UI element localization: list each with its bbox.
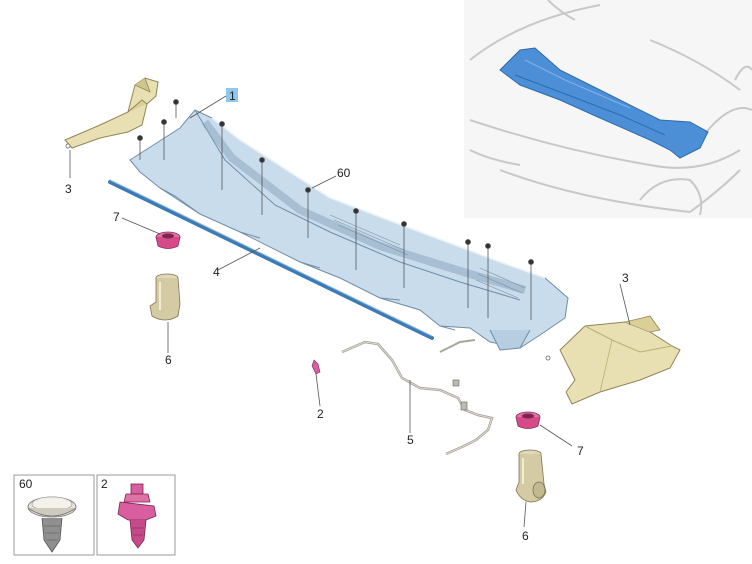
inset-nozzle-2[interactable]: 2: [96, 474, 176, 556]
callout-part-5: 5: [407, 433, 414, 447]
screw-icon[interactable]: [528, 259, 534, 321]
callout-part-7-left: 7: [113, 210, 120, 224]
callout-part-4: 4: [213, 265, 220, 279]
screw-icon[interactable]: [161, 119, 167, 161]
grommet-right[interactable]: [515, 411, 541, 429]
leader-lines: [69, 95, 631, 528]
side-trim-left[interactable]: [64, 77, 159, 149]
screw-icon[interactable]: [401, 221, 407, 289]
drain-tube-right[interactable]: [515, 449, 547, 503]
screw-icon[interactable]: [465, 239, 471, 309]
vehicle-context-view: [464, 0, 752, 218]
callout-part-7-right: 7: [577, 444, 584, 458]
highlighted-cowl-panel: [499, 47, 709, 159]
fasteners: [137, 99, 534, 321]
part-1-label-box: [226, 88, 238, 102]
cowl-panel[interactable]: [129, 109, 569, 351]
callout-part-60: 60: [337, 166, 351, 180]
drain-tube-left[interactable]: [149, 273, 181, 321]
grommet-left[interactable]: [155, 231, 181, 249]
screw-icon[interactable]: [173, 99, 179, 119]
car-hood-outline-icon: [469, 0, 752, 216]
inset-rivet-60[interactable]: 60: [13, 474, 95, 556]
callout-part-6-right: 6: [522, 529, 529, 543]
screw-icon[interactable]: [305, 187, 311, 239]
seal-strip[interactable]: [108, 179, 434, 340]
screw-icon[interactable]: [353, 208, 359, 271]
inset-nozzle-label: 2: [101, 477, 108, 491]
callout-part-3-left: 3: [65, 182, 72, 196]
side-trim-right[interactable]: [545, 315, 681, 405]
vent-mesh: [329, 214, 526, 299]
washer-nozzle[interactable]: [311, 359, 321, 375]
screw-icon[interactable]: [137, 135, 143, 161]
callout-part-1: 1: [229, 89, 236, 103]
callout-part-6-left: 6: [165, 353, 172, 367]
callout-part-3-right: 3: [622, 271, 629, 285]
washer-hose[interactable]: [341, 339, 494, 456]
callout-numbers: 1 60 3 3 4 7 7 6 6 2 5: [65, 89, 629, 543]
callout-part-2: 2: [317, 407, 324, 421]
inset-rivet-label: 60: [19, 477, 33, 491]
screw-icon[interactable]: [485, 243, 491, 319]
screw-icon[interactable]: [259, 157, 265, 216]
screw-icon[interactable]: [219, 121, 225, 191]
